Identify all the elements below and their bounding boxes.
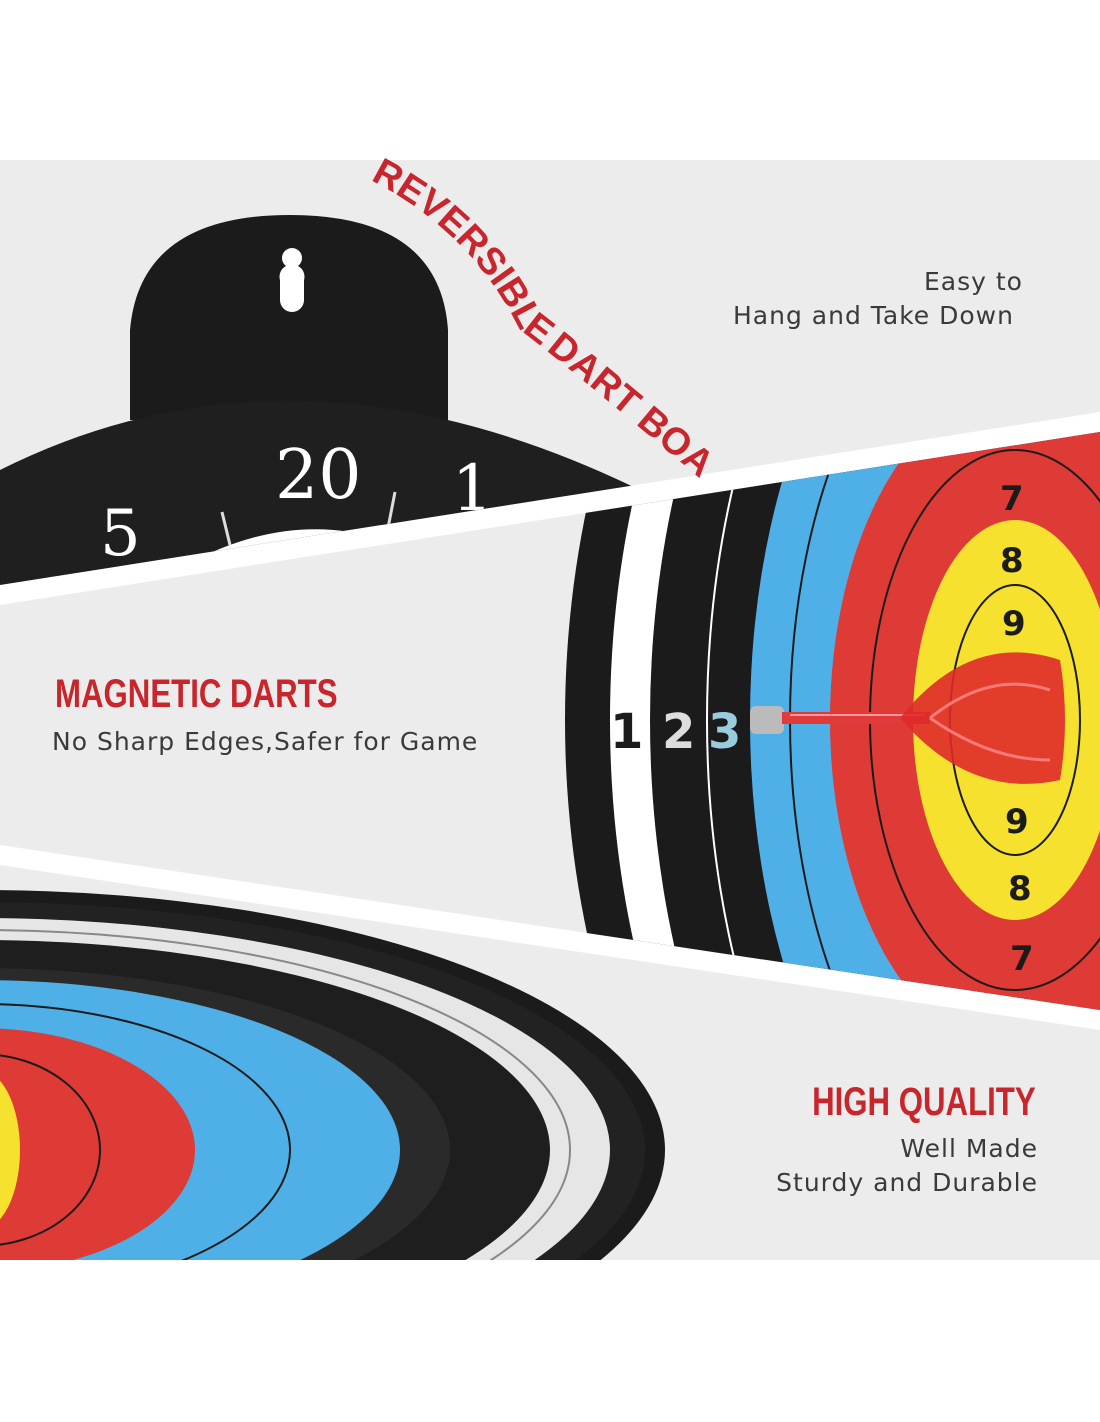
keyhole-icon: [279, 248, 305, 312]
high-quality-heading: HIGH QUALITY: [812, 1080, 1036, 1124]
ring-number: 7: [1010, 939, 1034, 979]
hang-caption-line2: Hang and Take Down: [733, 301, 1014, 330]
ring-number: 8: [1000, 541, 1024, 581]
magnetic-dart: [750, 652, 1065, 784]
hang-caption-line1: Easy to: [924, 267, 1023, 296]
score-number: 3: [708, 704, 741, 760]
tilted-board: [0, 890, 665, 1260]
ring-number: 8: [1008, 869, 1032, 909]
quality-caption-line2: Sturdy and Durable: [776, 1168, 1038, 1197]
score-numbers: 1 2 3: [610, 704, 741, 760]
quality-caption-line1: Well Made: [900, 1134, 1038, 1163]
ring-number: 9: [1002, 604, 1026, 644]
board-number-5: 5: [100, 497, 141, 571]
magnetic-darts-heading: MAGNETIC DARTS: [55, 672, 338, 716]
score-number: 2: [662, 704, 695, 760]
magnetic-darts-caption: No Sharp Edges,Safer for Game: [52, 727, 479, 756]
ring-number: 7: [1000, 479, 1024, 519]
board-number-20: 20: [275, 436, 362, 515]
ring-number: 9: [1005, 802, 1029, 842]
score-number: 1: [610, 704, 643, 760]
hanging-tab: [130, 215, 448, 420]
